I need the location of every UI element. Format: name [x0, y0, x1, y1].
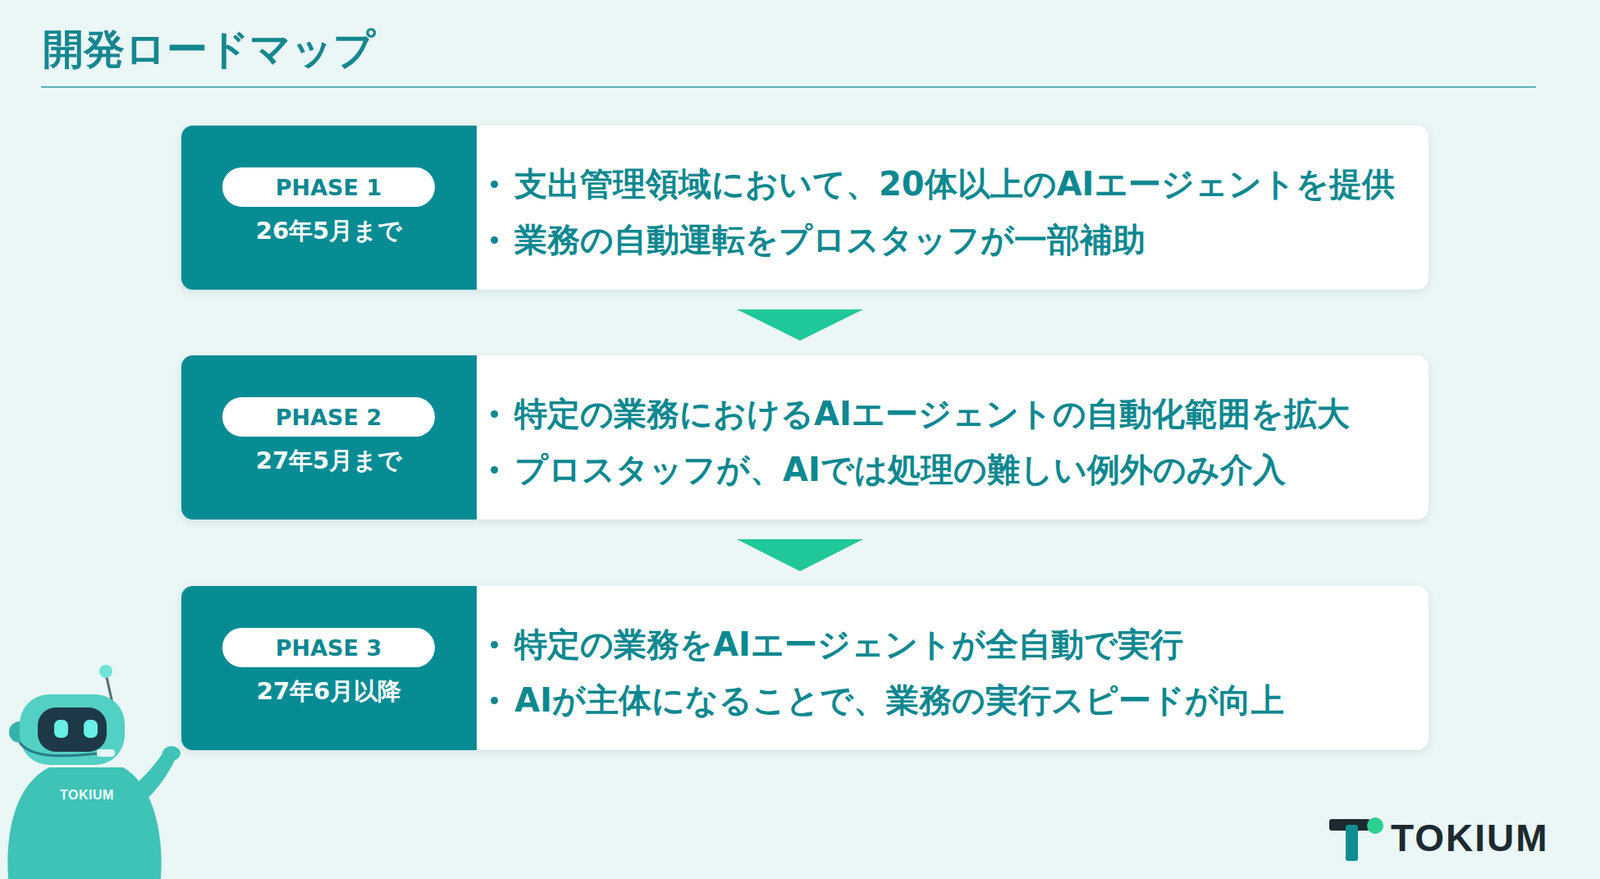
robot-head [19, 694, 125, 765]
bullet-dot [490, 236, 499, 244]
bullet-line: プロスタッフが、AIでは処理の難しい例外のみ介入 [487, 447, 1413, 492]
robot-eye [54, 719, 69, 738]
title-underline [41, 86, 1536, 88]
robot-headset [19, 742, 99, 756]
phase-panel: 27年6月以降 PHASE 3 [181, 585, 477, 750]
phase-card: 支出管理領域において、20体以上のAIエージェントを提供業務の自動運転をプロスタ… [181, 125, 1429, 290]
robot-visor [37, 707, 107, 752]
bullet-line: 特定の業務におけるAIエージェントの自動化範囲を拡大 [487, 391, 1413, 436]
title: 開発ロードマップ [42, 24, 375, 74]
phase-label: PHASE 3 [275, 635, 382, 661]
phase-pill: PHASE 3 [222, 627, 435, 668]
arrow-head [736, 309, 864, 341]
bullet-line: 支出管理領域において、20体以上のAIエージェントを提供 [487, 161, 1413, 206]
bullet-text: 特定の業務におけるAIエージェントの自動化範囲を拡大 [514, 391, 1350, 436]
bullet-dot [490, 466, 499, 474]
robot-arm [131, 753, 176, 805]
bullet-dot [490, 180, 499, 188]
bullet-dot [490, 696, 499, 704]
phase-pill: PHASE 2 [222, 397, 435, 437]
bullet-text: 特定の業務をAIエージェントが全自動で実行 [514, 621, 1184, 667]
bullet-text: 支出管理領域において、20体以上のAIエージェントを提供 [514, 161, 1395, 206]
robot-antenna-ball [99, 664, 113, 678]
bullet-line: 業務の自動運転をプロスタッフが一部補助 [487, 217, 1413, 262]
phase-date: 27年6月以降 [181, 674, 477, 708]
phase-pill: PHASE 1 [222, 167, 435, 207]
phase-panel: 27年5月まで PHASE 2 [181, 355, 477, 520]
phase-card: 特定の業務をAIエージェントが全自動で実行 AIが主体になることで、業務の実行スピ… [181, 585, 1429, 750]
phase-label: PHASE 1 [275, 174, 382, 201]
bullet-text: プロスタッフが、AIでは処理の難しい例外のみ介入 [514, 447, 1286, 492]
phase-card: 特定の業務におけるAIエージェントの自動化範囲を拡大プロスタッフが、AIでは処理… [181, 355, 1429, 520]
robot-illustration [7, 664, 181, 879]
bullet-text: 業務の自動運転をプロスタッフが一部補助 [514, 217, 1146, 262]
logo-icon [1329, 817, 1384, 861]
bullet-line: 特定の業務をAIエージェントが全自動で実行 [487, 621, 1413, 667]
robot-hand [162, 745, 181, 761]
logo-stem [1345, 824, 1358, 861]
bullet-dot [490, 410, 499, 418]
bullet-line: AIが主体になることで、業務の実行スピードが向上 [487, 677, 1413, 723]
phase-label: PHASE 2 [275, 404, 382, 430]
phase-date: 26年5月まで [181, 214, 477, 247]
bullet-dot [490, 640, 499, 649]
flow-arrow [736, 539, 864, 572]
phase-date: 27年5月まで [181, 443, 477, 477]
logo-text: TOKIUM [1390, 815, 1550, 860]
robot-eye [83, 719, 98, 738]
flow-arrow [736, 309, 864, 341]
arrow-head [736, 539, 864, 572]
logo-dot [1366, 817, 1384, 834]
phase-panel: 26年5月まで PHASE 1 [181, 125, 477, 290]
bullet-text: AIが主体になることで、業務の実行スピードが向上 [514, 677, 1285, 723]
robot-chest-text: TOKIUM [49, 787, 125, 803]
robot-mic [96, 749, 115, 757]
